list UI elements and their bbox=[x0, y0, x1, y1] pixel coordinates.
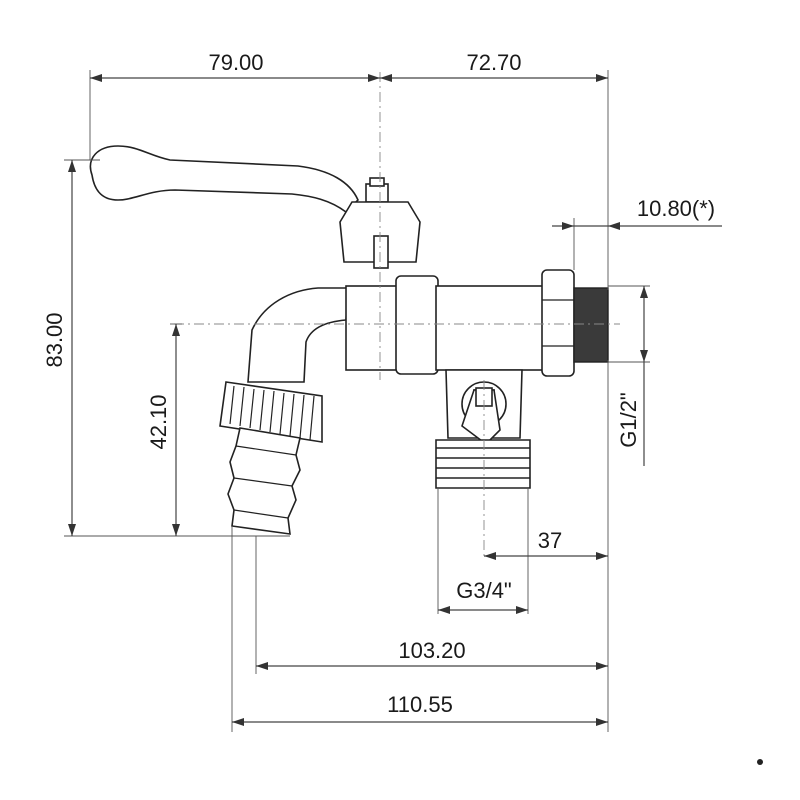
dim-label-83: 83.00 bbox=[42, 312, 67, 367]
outlet-thread bbox=[435, 439, 531, 489]
valve-body-ring bbox=[395, 275, 439, 375]
outlet-thread-lines bbox=[436, 447, 530, 479]
inlet-thread bbox=[573, 287, 609, 363]
dim-label-g3-4: G3/4" bbox=[456, 578, 512, 603]
dimension-lines bbox=[68, 74, 722, 726]
lever-handle bbox=[89, 145, 359, 214]
hose-barb bbox=[227, 427, 301, 535]
inlet-hex-nut bbox=[541, 269, 575, 377]
stem-nut-cap bbox=[369, 177, 385, 187]
dim-label-72-70: 72.70 bbox=[466, 50, 521, 75]
dimension-labels: 79.00 72.70 10.80(*) 83.00 42.10 G1/2" 3… bbox=[42, 50, 715, 717]
dim-label-37: 37 bbox=[538, 528, 562, 553]
valve-body bbox=[345, 285, 399, 371]
corner-dot bbox=[757, 759, 763, 765]
dim-label-79: 79.00 bbox=[208, 50, 263, 75]
hose-barb-ribs bbox=[233, 445, 297, 519]
dim-label-110-55: 110.55 bbox=[387, 692, 453, 717]
dim-label-g1-2: G1/2" bbox=[616, 392, 641, 448]
faucet-body bbox=[89, 145, 609, 535]
dim-label-10-80: 10.80(*) bbox=[637, 196, 715, 221]
dim-label-103-20: 103.20 bbox=[398, 638, 465, 663]
spout-nut bbox=[219, 381, 323, 443]
inlet-pipe bbox=[435, 285, 547, 371]
spout-nut-knurl bbox=[229, 385, 315, 441]
bonnet-key bbox=[373, 235, 389, 269]
dim-label-42-10: 42.10 bbox=[146, 394, 171, 449]
construction-lines bbox=[64, 70, 650, 732]
spout-elbow bbox=[247, 287, 349, 383]
